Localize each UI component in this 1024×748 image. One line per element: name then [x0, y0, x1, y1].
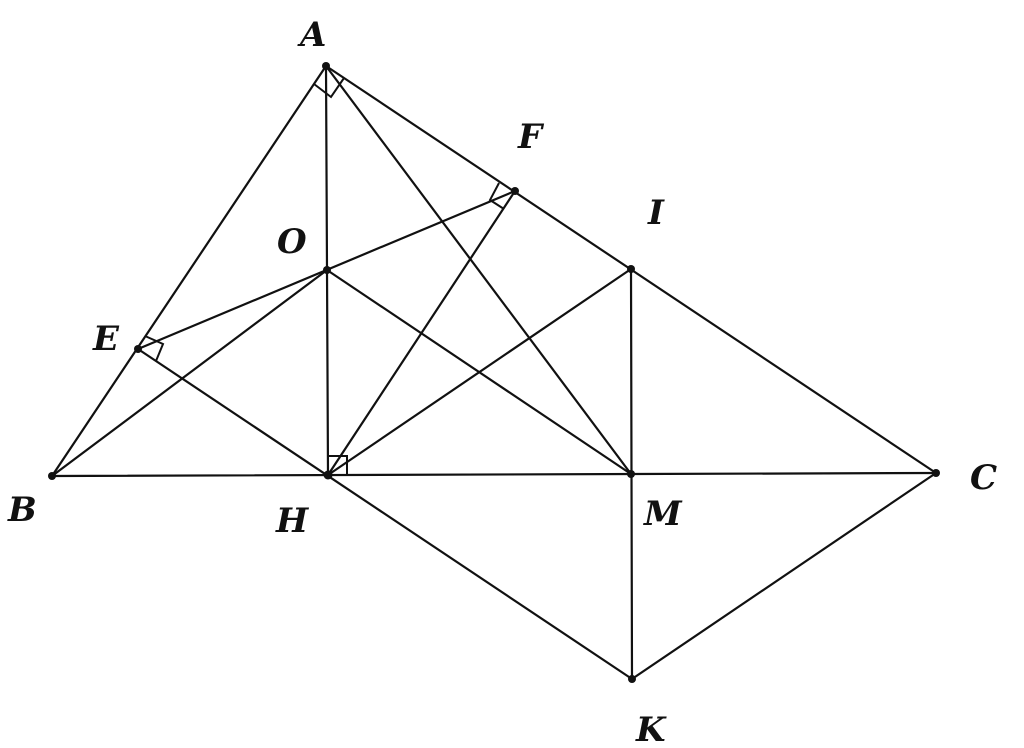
right-angle-marker-e — [144, 335, 165, 362]
label-h: H — [275, 501, 310, 541]
point-f — [511, 187, 519, 195]
label-e: E — [92, 319, 120, 359]
point-e — [134, 345, 142, 353]
point-c — [932, 469, 940, 477]
point-a — [322, 62, 330, 70]
point-o — [323, 266, 331, 274]
label-a: A — [297, 15, 326, 55]
label-f: F — [517, 117, 545, 157]
point-i — [627, 265, 635, 273]
right-angle-markers — [144, 77, 505, 475]
right-angle-marker-f — [488, 182, 505, 210]
label-m: M — [643, 494, 683, 534]
label-i: I — [647, 193, 665, 233]
point-m — [627, 470, 635, 478]
label-b: B — [7, 490, 37, 530]
segment-hf — [326, 189, 517, 477]
right-angle-marker-a — [313, 77, 345, 99]
points — [48, 62, 940, 683]
segment-bo — [50, 268, 329, 478]
segment-ab — [50, 64, 328, 478]
segment-hi — [326, 267, 633, 477]
segment-bc — [50, 471, 938, 478]
point-labels: A B C H M O E F I K — [7, 15, 997, 748]
segment-kc — [630, 471, 938, 681]
segment-am — [324, 64, 633, 476]
label-k: K — [635, 710, 667, 748]
point-h — [323, 470, 333, 480]
point-b — [48, 472, 56, 480]
label-o: O — [277, 222, 307, 262]
segments — [50, 64, 938, 681]
label-c: C — [970, 458, 997, 498]
segment-ek — [136, 347, 634, 681]
point-k — [628, 675, 636, 683]
right-angle-marker-h — [328, 455, 348, 475]
